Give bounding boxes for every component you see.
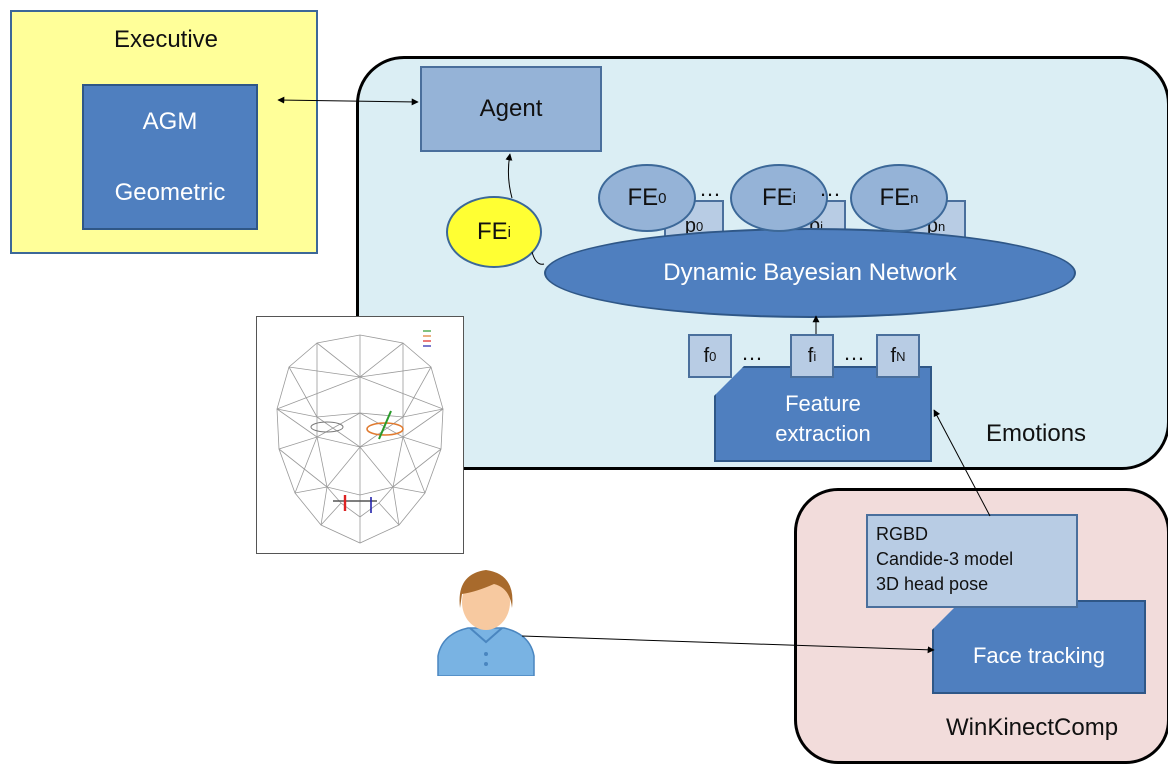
p-box-sub: i xyxy=(820,218,823,234)
selected-fe-sub: i xyxy=(507,223,511,241)
executive-stack: AGM Geometric xyxy=(82,84,258,230)
fe-ellipsis-1: … xyxy=(699,176,721,201)
selected-fe-base: FE xyxy=(476,218,508,245)
executive-title: Executive xyxy=(113,26,219,53)
kinect-input-line-2: Candide-3 model xyxy=(876,549,1014,569)
fe-ellipsis-2: … xyxy=(819,176,841,201)
executive-block: Executive AGM Geometric xyxy=(10,10,318,254)
f-box-base: f xyxy=(703,344,710,367)
winkinectcomp-label: WinKinectComp xyxy=(946,714,1119,741)
feature-extraction-line-1: Feature xyxy=(785,391,861,417)
fe-node-sub: n xyxy=(910,189,919,207)
emotions-label: Emotions xyxy=(986,420,1087,447)
fe-node-base: FE xyxy=(761,184,793,211)
fe-node-base: FE xyxy=(879,184,911,211)
fe-node-base: FE xyxy=(627,184,659,211)
f-box-base: f xyxy=(807,344,814,367)
dynamic-bayesian-network: Dynamic Bayesian Network xyxy=(544,228,1076,318)
candide-face-mesh-image xyxy=(256,316,464,554)
p-box-sub: n xyxy=(937,218,946,234)
f-ellipsis-2: … xyxy=(843,340,865,365)
user-avatar-icon xyxy=(434,564,538,677)
kinect-input-line-1: RGBD xyxy=(876,524,929,544)
p-box-base: p xyxy=(808,214,821,237)
p-box-base: p xyxy=(684,214,696,237)
feature-extraction-line-2: extraction xyxy=(775,421,871,446)
geometric-box: Geometric xyxy=(84,157,256,228)
p-box-base: p xyxy=(926,214,938,237)
face-tracking-box: Face tracking xyxy=(932,600,1146,694)
f-box-sub: N xyxy=(896,348,906,364)
fe-node-sub: i xyxy=(792,189,796,207)
p-box-sub: 0 xyxy=(695,218,704,234)
fe-node-sub: 0 xyxy=(658,189,667,207)
agent-box: Agent xyxy=(420,66,602,152)
agm-box: AGM xyxy=(84,86,256,159)
f-box-sub: 0 xyxy=(709,348,717,364)
f-box-sub: i xyxy=(813,348,817,364)
f-box-base: f xyxy=(890,344,897,367)
feature-extraction-box: Feature extraction xyxy=(714,366,932,462)
kinect-input-box: RGBD Candide-3 model 3D head pose xyxy=(866,514,1078,608)
kinect-input-line-3: 3D head pose xyxy=(876,574,989,594)
f-ellipsis-1: … xyxy=(741,340,763,365)
